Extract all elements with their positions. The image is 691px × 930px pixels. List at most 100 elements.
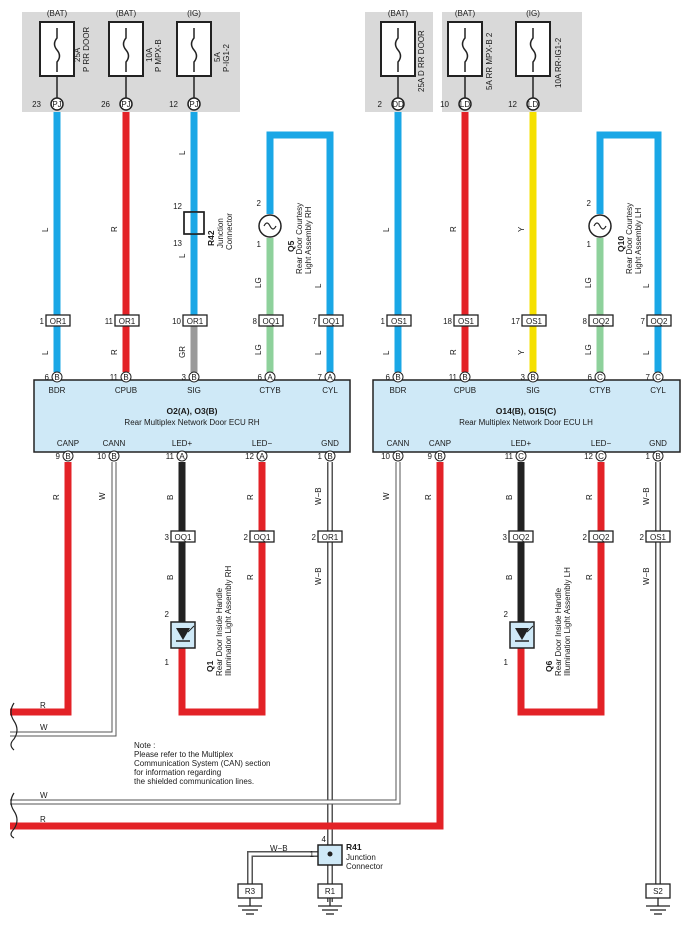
svg-text:the shielded communication lin: the shielded communication lines. (134, 777, 254, 786)
fuse-3: (IG) 5A P-IG1-2 12 PJ (169, 9, 231, 111)
wire-l-cyl-rh (266, 131, 334, 372)
svg-text:9: 9 (56, 452, 61, 461)
led-icon (176, 628, 190, 640)
can-note: Note : Please refer to the Multiplex Com… (134, 741, 270, 786)
svg-text:26: 26 (101, 100, 110, 109)
svg-text:CANN: CANN (103, 439, 126, 448)
svg-text:R1: R1 (325, 887, 336, 896)
svg-text:12: 12 (584, 452, 593, 461)
svg-text:W−B: W−B (642, 567, 651, 585)
svg-text:OQ1: OQ1 (175, 533, 192, 542)
svg-text:CPUB: CPUB (454, 386, 476, 395)
svg-text:R: R (585, 574, 594, 580)
svg-text:Connector: Connector (346, 862, 383, 871)
svg-text:Rear Multiplex Network Door EC: Rear Multiplex Network Door ECU RH (124, 418, 259, 427)
top-wires (53, 112, 662, 372)
svg-text:4: 4 (322, 835, 327, 844)
svg-text:6: 6 (386, 373, 391, 382)
svg-text:L: L (178, 253, 187, 258)
svg-text:6: 6 (588, 373, 593, 382)
svg-text:OR1: OR1 (187, 317, 204, 326)
svg-text:2: 2 (504, 610, 509, 619)
svg-text:B: B (327, 452, 332, 461)
svg-text:Rear Door Courtesy: Rear Door Courtesy (625, 203, 634, 274)
svg-text:C: C (518, 452, 524, 461)
fuse-icon (529, 28, 537, 72)
conn-os1-18: OS1 18 (443, 314, 479, 327)
svg-text:1: 1 (504, 658, 509, 667)
svg-text:PJ: PJ (52, 100, 61, 109)
svg-text:LG: LG (584, 344, 593, 355)
svg-text:Q1: Q1 (205, 660, 215, 672)
svg-text:5A: 5A (213, 52, 222, 62)
svg-text:Note :: Note : (134, 741, 155, 750)
svg-text:R3: R3 (245, 887, 256, 896)
svg-text:10: 10 (381, 452, 390, 461)
svg-text:CPUB: CPUB (115, 386, 137, 395)
svg-text:OS1: OS1 (458, 317, 475, 326)
fuse-6: (IG) 10A RR-IG1-2 12 LD (508, 9, 563, 111)
svg-text:LED−: LED− (591, 439, 612, 448)
svg-text:Illumination Light Assembly LH: Illumination Light Assembly LH (563, 567, 572, 676)
svg-text:Illumination Light Assembly RH: Illumination Light Assembly RH (224, 566, 233, 676)
svg-text:OQ2: OQ2 (593, 317, 610, 326)
svg-text:Light Assembly LH: Light Assembly LH (634, 208, 643, 274)
fuse-panels: (BAT) 25A P RR DOOR 23 PJ (BAT) 10A P MP… (22, 9, 582, 112)
svg-text:A: A (259, 452, 265, 461)
svg-text:(IG): (IG) (526, 9, 540, 18)
svg-text:7: 7 (313, 317, 318, 326)
svg-text:B: B (166, 495, 175, 500)
svg-text:P-IG1-2: P-IG1-2 (222, 43, 231, 72)
svg-text:GR: GR (178, 346, 187, 358)
svg-text:Light Assembly RH: Light Assembly RH (304, 206, 313, 274)
svg-text:PJ: PJ (189, 100, 198, 109)
svg-text:OR1: OR1 (322, 533, 339, 542)
svg-text:3: 3 (503, 533, 508, 542)
svg-text:B: B (123, 373, 128, 382)
svg-text:OQ1: OQ1 (263, 317, 280, 326)
svg-text:A: A (327, 373, 333, 382)
svg-text:(IG): (IG) (187, 9, 201, 18)
ecu-lh-pin-led-minus: LED−C12 (584, 439, 612, 462)
svg-text:W: W (98, 492, 107, 500)
svg-text:R: R (246, 574, 255, 580)
svg-text:R: R (110, 226, 119, 232)
svg-text:2: 2 (312, 533, 317, 542)
svg-text:10A: 10A (145, 47, 154, 62)
svg-text:11: 11 (505, 452, 514, 461)
fuse-4: (BAT) 25A D RR DOOR 2 DD (378, 9, 426, 111)
svg-text:OR1: OR1 (119, 317, 136, 326)
svg-text:Junction: Junction (346, 853, 376, 862)
q6-illumination-light-lh: 2 1 Q6 Rear Door Inside Handle Illuminat… (504, 567, 572, 676)
svg-text:18: 18 (443, 317, 452, 326)
svg-text:1: 1 (381, 317, 386, 326)
svg-text:W−B: W−B (314, 487, 323, 505)
svg-text:2: 2 (583, 533, 588, 542)
svg-text:7: 7 (646, 373, 651, 382)
svg-text:12: 12 (245, 452, 254, 461)
svg-text:L: L (382, 227, 391, 232)
svg-text:Rear Multiplex Network Door EC: Rear Multiplex Network Door ECU LH (459, 418, 593, 427)
svg-text:2: 2 (165, 610, 170, 619)
svg-text:OS1: OS1 (391, 317, 408, 326)
fuse-icon (190, 28, 198, 72)
svg-text:11: 11 (166, 452, 175, 461)
svg-text:1: 1 (587, 240, 592, 249)
svg-text:OS1: OS1 (650, 533, 667, 542)
svg-text:17: 17 (511, 317, 520, 326)
svg-text:W−B: W−B (270, 844, 288, 853)
wire-canp-lh (10, 462, 444, 830)
